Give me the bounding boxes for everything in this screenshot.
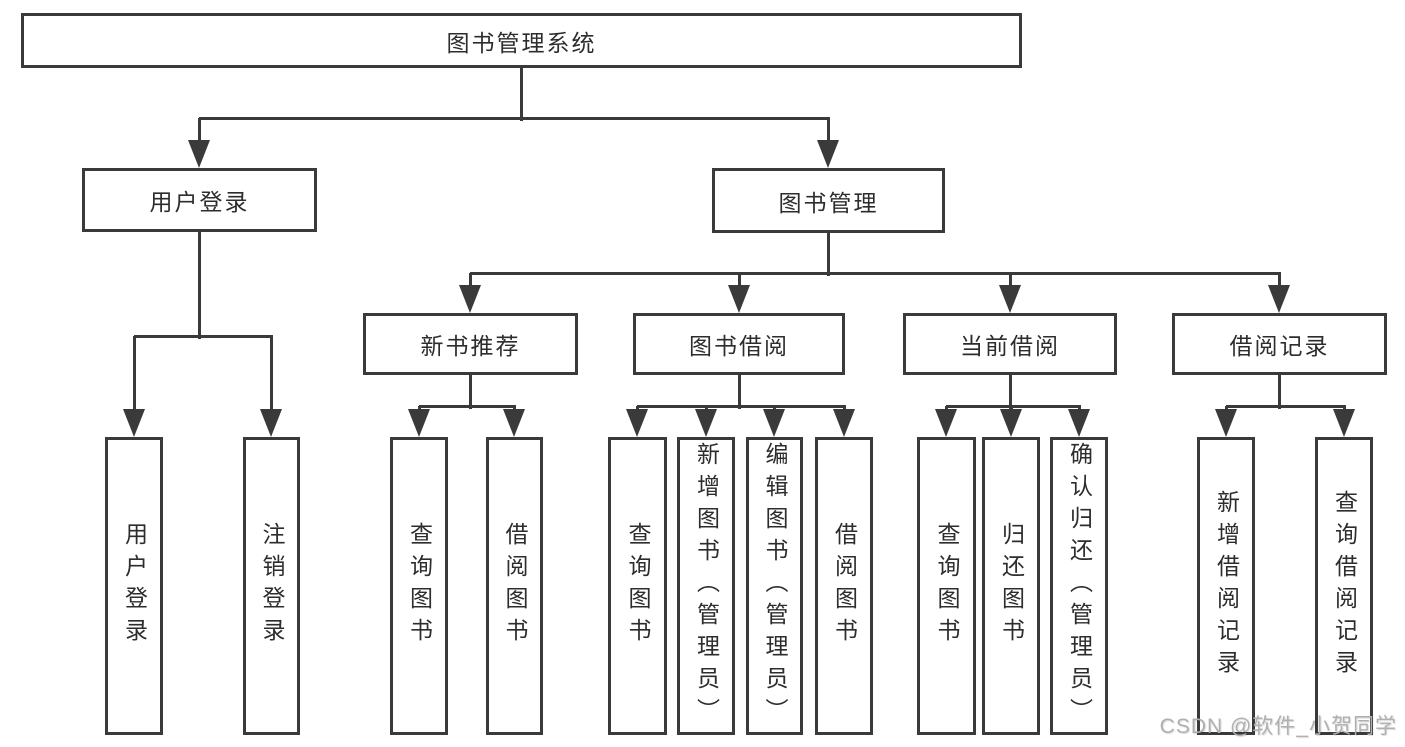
connector-vline [827, 233, 830, 276]
node-borrowing-records: 借阅记录 [1172, 313, 1387, 375]
connector-hline [946, 405, 1081, 408]
connector-vline [738, 273, 741, 290]
leaf-user-login: 用户登录 [105, 437, 163, 735]
node-label: 借阅记录 [1229, 333, 1330, 359]
leaf-cb-return-books: 归还图书 [982, 437, 1040, 735]
arrow-down-icon [260, 409, 282, 437]
node-label: 用户登录 [149, 189, 250, 215]
connector-hline [637, 405, 846, 408]
node-label: 新增借阅记录 [1213, 490, 1240, 682]
arrow-down-icon [123, 409, 145, 437]
node-label: 查询图书 [625, 522, 651, 650]
node-label: 编辑图书（管理员） [762, 442, 788, 730]
node-current-borrowing: 当前借阅 [903, 313, 1117, 375]
arrow-down-icon [763, 409, 785, 437]
leaf-bb-edit-books-admin: 编辑图书（管理员） [746, 437, 803, 735]
node-label: 查询图书 [406, 522, 433, 650]
connector-vline [1278, 375, 1281, 409]
node-user-login: 用户登录 [82, 168, 317, 232]
node-label: 图书管理系统 [446, 29, 597, 56]
leaf-nb-borrow-books: 借阅图书 [486, 437, 543, 735]
node-label: 借阅图书 [831, 522, 858, 650]
node-label: 图书管理 [778, 189, 879, 216]
connector-vline [270, 336, 273, 414]
leaf-bb-query-books: 查询图书 [608, 437, 667, 735]
connector-vline [198, 232, 201, 339]
arrow-down-icon [188, 140, 210, 168]
leaf-nb-query-books: 查询图书 [390, 437, 448, 735]
node-label: 当前借阅 [960, 333, 1060, 359]
connector-hline [1226, 405, 1346, 408]
connector-vline [827, 118, 830, 146]
arrow-down-icon [1268, 285, 1290, 313]
csdn-watermark: CSDN @软件_小贺同学 [1159, 715, 1397, 738]
connector-hline [199, 117, 830, 120]
node-book-management: 图书管理 [712, 168, 945, 233]
leaf-cb-query-books: 查询图书 [917, 437, 976, 735]
node-label: 确认归还（管理员） [1066, 442, 1093, 730]
arrow-down-icon [1000, 409, 1022, 437]
leaf-cb-confirm-return-admin: 确认归还（管理员） [1050, 437, 1108, 735]
arrow-down-icon [1068, 409, 1090, 437]
arrow-down-icon [459, 285, 481, 313]
arrow-down-icon [935, 409, 957, 437]
node-label: 归还图书 [998, 522, 1025, 650]
arrow-down-icon [1215, 409, 1237, 437]
arrow-down-icon [503, 409, 525, 437]
arrow-down-icon [728, 285, 750, 313]
node-label: 注销登录 [259, 522, 285, 650]
connector-hline [470, 272, 1281, 275]
node-label: 查询图书 [934, 522, 960, 650]
arrow-down-icon [1333, 409, 1355, 437]
arrow-down-icon [695, 409, 717, 437]
node-label: 用户登录 [121, 522, 148, 650]
connector-vline [198, 118, 201, 146]
arrow-down-icon [626, 409, 648, 437]
connector-vline [738, 375, 741, 409]
node-label: 新增图书（管理员） [693, 442, 720, 730]
leaf-bb-add-books-admin: 新增图书（管理员） [677, 437, 735, 735]
connector-vline [520, 66, 523, 121]
leaf-br-query-record: 查询借阅记录 [1315, 437, 1373, 735]
connector-hline [134, 335, 273, 338]
leaf-br-add-record: 新增借阅记录 [1197, 437, 1255, 735]
connector-vline [1009, 375, 1012, 409]
connector-vline [469, 273, 472, 290]
node-book-borrowing: 图书借阅 [633, 313, 845, 375]
node-new-book-recommend: 新书推荐 [363, 313, 578, 375]
connector-vline [1278, 273, 1281, 290]
arrow-down-icon [408, 409, 430, 437]
leaf-bb-borrow-books: 借阅图书 [815, 437, 873, 735]
connector-hline [419, 405, 516, 408]
arrow-down-icon [999, 285, 1021, 313]
connector-vline [133, 336, 136, 414]
node-label: 借阅图书 [502, 522, 528, 650]
node-label: 新书推荐 [420, 333, 521, 359]
leaf-logout: 注销登录 [243, 437, 300, 735]
node-label: 查询借阅记录 [1331, 490, 1358, 682]
node-library-management-system: 图书管理系统 [21, 13, 1022, 68]
connector-vline [1009, 273, 1012, 290]
connector-vline [469, 375, 472, 409]
arrow-down-icon [833, 409, 855, 437]
node-label: 图书借阅 [689, 333, 789, 359]
arrow-down-icon [817, 140, 839, 168]
